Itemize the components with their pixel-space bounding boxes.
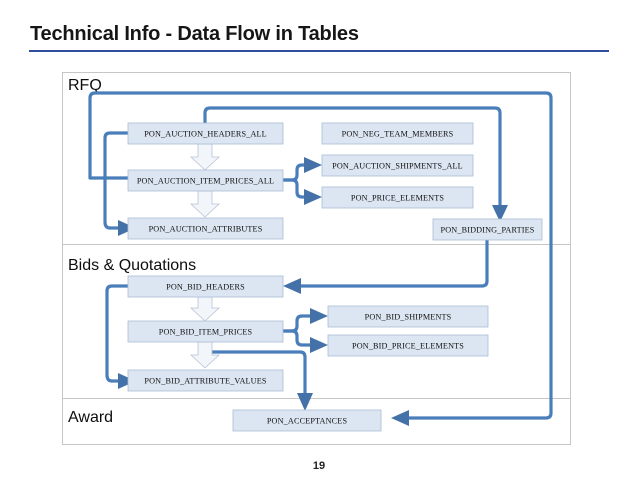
node-bid-item-prices[interactable]: PON_BID_ITEM_PRICES <box>127 320 284 343</box>
node-price-elements[interactable]: PON_PRICE_ELEMENTS <box>321 186 474 209</box>
node-label: PON_NEG_TEAM_MEMBERS <box>342 129 454 138</box>
flow-headers-to-item-prices-left <box>88 123 128 180</box>
node-label: PON_BID_HEADERS <box>166 282 245 291</box>
arrowhead-auction-shipments <box>304 157 322 173</box>
flow-headers-to-acceptances-loop <box>88 91 553 420</box>
node-bid-shipments[interactable]: PON_BID_SHIPMENTS <box>327 305 489 328</box>
arrowhead-bid-attribute-values <box>118 373 136 389</box>
arrowhead-acceptances-right <box>391 410 409 426</box>
arrowhead-auction-attributes <box>118 220 136 236</box>
block-arrow-item-prices-to-attributes <box>189 190 221 218</box>
block-arrow-bid-item-prices-to-attribute-values <box>189 341 221 369</box>
arrowhead-price-elements <box>304 189 322 205</box>
node-label: PON_BID_ATTRIBUTE_VALUES <box>144 376 266 385</box>
flow-bidding-parties-to-bid-headers <box>300 240 489 288</box>
block-arrow-headers-to-item-prices <box>189 143 221 171</box>
node-label: PON_AUCTION_HEADERS_ALL <box>144 129 267 138</box>
flow-bid-headers-to-attribute-values <box>105 284 128 383</box>
node-bid-headers[interactable]: PON_BID_HEADERS <box>127 275 284 298</box>
node-auction-shipments-all[interactable]: PON_AUCTION_SHIPMENTS_ALL <box>321 154 474 177</box>
title-underline-rule <box>29 50 609 52</box>
diagram-frame <box>62 72 571 445</box>
node-label: PON_AUCTION_ATTRIBUTES <box>149 224 263 233</box>
node-acceptances[interactable]: PON_ACCEPTANCES <box>232 409 382 432</box>
node-label: PON_BIDDING_PARTIES <box>441 225 535 234</box>
node-auction-headers-all[interactable]: PON_AUCTION_HEADERS_ALL <box>127 122 284 145</box>
node-auction-attributes[interactable]: PON_AUCTION_ATTRIBUTES <box>127 217 284 240</box>
page-number: 19 <box>312 460 326 472</box>
node-label: PON_AUCTION_SHIPMENTS_ALL <box>332 161 463 170</box>
flow-headers-to-attributes-left <box>103 131 128 230</box>
arrowhead-bidding-parties <box>492 205 508 222</box>
flow-headers-to-bidding-parties <box>203 106 502 207</box>
flow-bid-item-prices-to-bid-price-elements <box>283 329 312 347</box>
node-auction-item-prices-all[interactable]: PON_AUCTION_ITEM_PRICES_ALL <box>127 169 284 192</box>
node-bid-attribute-values[interactable]: PON_BID_ATTRIBUTE_VALUES <box>127 369 284 392</box>
node-label: PON_BID_PRICE_ELEMENTS <box>352 341 464 350</box>
arrowhead-bid-shipments <box>310 308 328 324</box>
node-label: PON_ACCEPTANCES <box>267 416 348 425</box>
data-flow-diagram: RFQ Bids & Quotations Award <box>62 72 571 445</box>
node-label: PON_BID_ITEM_PRICES <box>159 327 253 336</box>
band-label-award: Award <box>68 409 113 426</box>
flow-item-prices-to-price-elements <box>283 178 308 199</box>
node-label: PON_PRICE_ELEMENTS <box>351 193 445 202</box>
node-neg-team-members[interactable]: PON_NEG_TEAM_MEMBERS <box>321 122 474 145</box>
flow-bid-item-prices-to-bid-shipments <box>283 314 312 333</box>
node-label: PON_BID_SHIPMENTS <box>365 312 452 321</box>
band-label-rfq: RFQ <box>68 77 102 94</box>
arrowhead-bid-headers <box>283 278 301 294</box>
band-label-bids: Bids & Quotations <box>68 257 196 274</box>
node-bidding-parties[interactable]: PON_BIDDING_PARTIES <box>432 218 543 241</box>
node-bid-price-elements[interactable]: PON_BID_PRICE_ELEMENTS <box>327 334 489 357</box>
node-label: PON_AUCTION_ITEM_PRICES_ALL <box>137 176 274 185</box>
block-arrow-bid-headers-to-item-prices <box>189 296 221 322</box>
page-title: Technical Info - Data Flow in Tables <box>30 23 359 45</box>
arrowhead-bid-price-elements <box>310 337 328 353</box>
arrowhead-acceptances-top <box>297 393 313 411</box>
